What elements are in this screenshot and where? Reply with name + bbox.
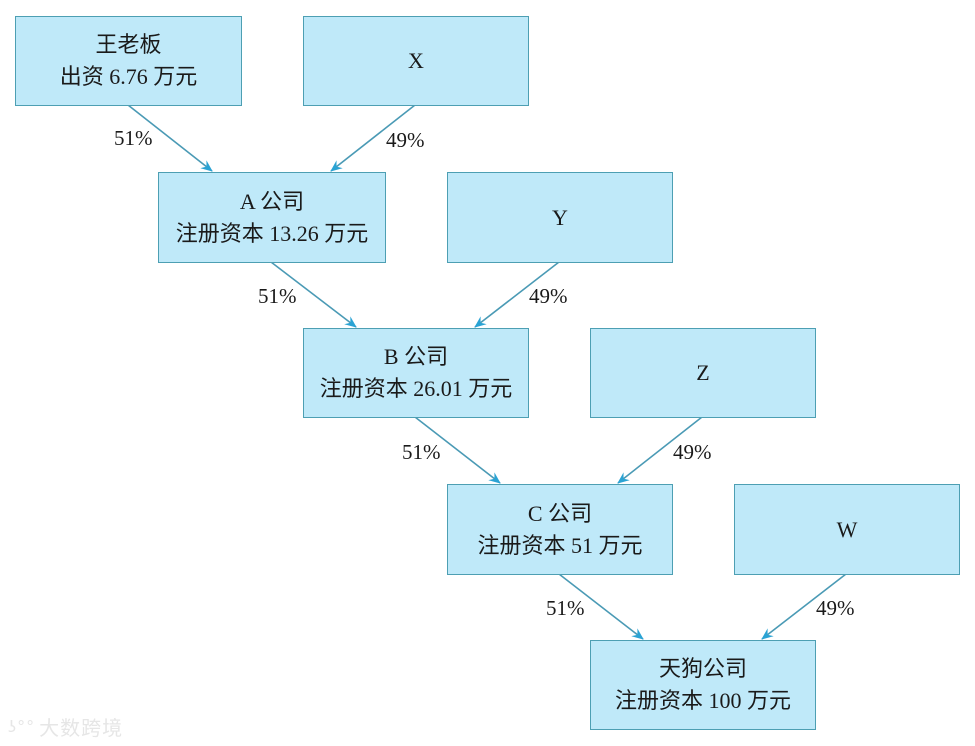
edge-label: 51% [402,440,441,464]
arrow-x-to-a [330,104,416,172]
edge-label: 49% [673,440,712,464]
node-title: B 公司 [383,344,449,369]
arrow-z-to-c [617,416,703,484]
node-title: 天狗公司 [658,656,747,681]
watermark-logo-icon: ʖ°° [8,717,36,736]
node-tiangou: 天狗公司 注册资本 100 万元 [590,640,816,730]
node-title: A 公司 [239,188,305,214]
node-x: X [303,16,529,106]
node-detail: 出资 6.76 万元 [59,64,198,89]
node-y: Y [447,172,673,263]
edge-label: 51% [546,596,585,620]
node-boss: 王老板 出资 6.76 万元 [15,16,242,106]
arrow-y-to-b [474,261,560,328]
watermark: ʖ°° 大数跨境 [8,712,123,741]
node-company-b: B 公司 注册资本 26.01 万元 [303,328,529,418]
arrow-c-to-tiangou [558,573,644,640]
node-title: 王老板 [95,32,162,57]
arrow-boss-to-a [127,104,213,172]
arrow-b-to-c [414,416,501,484]
edge-label: 49% [529,284,568,308]
node-detail: 注册资本 100 万元 [614,688,791,713]
node-detail: 注册资本 13.26 万元 [175,220,369,246]
node-z: Z [590,328,816,418]
node-title: Z [696,360,710,385]
node-w: W [734,484,960,575]
edge-label: 51% [258,284,297,308]
node-title: W [836,516,858,542]
node-title: C 公司 [527,500,593,526]
watermark-text: 大数跨境 [39,716,124,740]
node-detail: 注册资本 51 万元 [477,532,643,558]
node-title: Y [552,204,568,230]
arrow-a-to-b [270,261,357,328]
edge-label: 51% [114,126,153,150]
edge-label: 49% [816,596,855,620]
node-title: X [408,48,424,73]
node-company-a: A 公司 注册资本 13.26 万元 [158,172,386,263]
node-company-c: C 公司 注册资本 51 万元 [447,484,673,575]
node-detail: 注册资本 26.01 万元 [319,376,513,401]
arrow-w-to-tiangou [761,573,847,640]
edge-label: 49% [386,128,425,152]
